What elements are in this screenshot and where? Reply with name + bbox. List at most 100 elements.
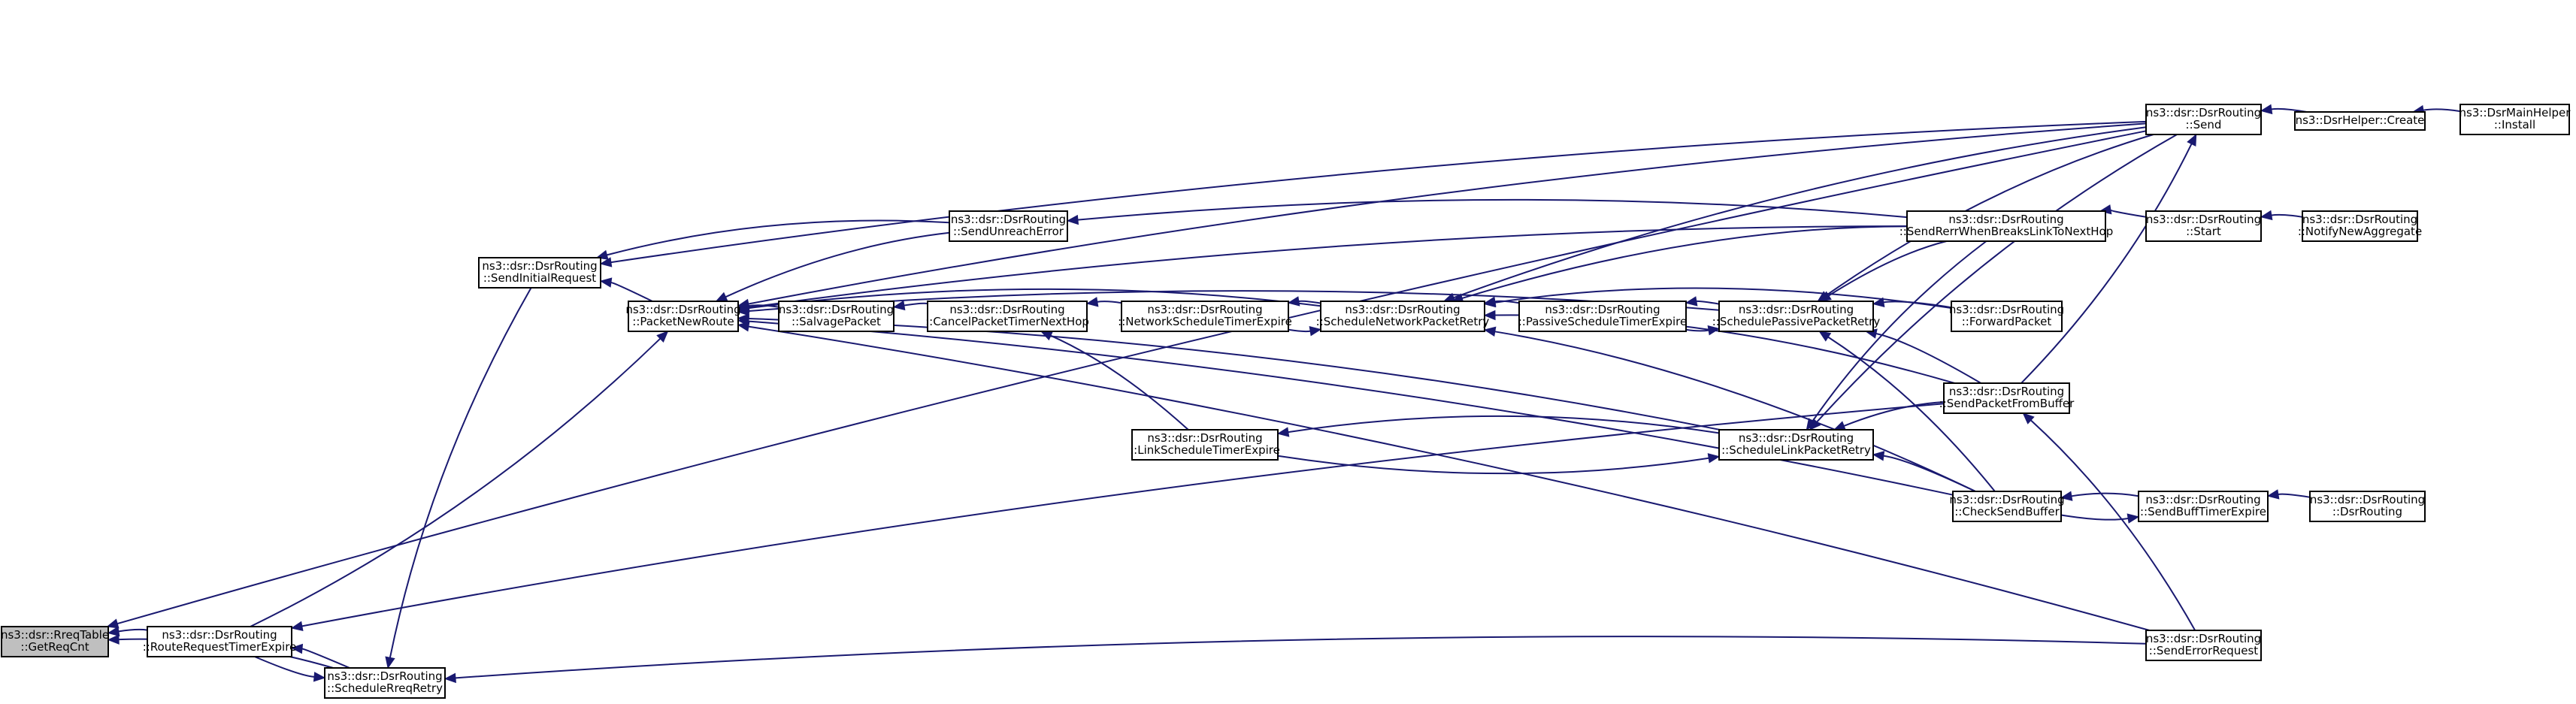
node-box <box>2294 111 2426 131</box>
arrowhead-icon <box>1066 214 1079 225</box>
arrowhead-icon <box>313 672 326 682</box>
edge-line <box>607 219 950 256</box>
node-start[interactable]: ns3::dsr::DsrRouting::Start <box>2145 210 2262 242</box>
edge-line <box>1827 336 1996 492</box>
edge-line <box>2030 419 2196 631</box>
node-box <box>147 626 292 657</box>
node-label: ns3::dsr::DsrRouting <box>1147 303 1262 316</box>
node-sendinitialrequest[interactable]: ns3::dsr::DsrRouting::SendInitialRequest <box>478 257 601 289</box>
edge-line <box>748 288 1321 310</box>
node-schedulepassivepacketretry[interactable]: ns3::dsr::DsrRouting::SchedulePassivePac… <box>1712 301 1881 332</box>
node-sendunreacherror[interactable]: ns3::dsr::DsrRouting::SendUnreachError <box>949 210 1068 242</box>
edge-line <box>1077 198 1908 221</box>
node-label: ::PassiveScheduleTimerExpire <box>1518 315 1688 328</box>
node-schedulelinkpacketretry[interactable]: ns3::dsr::DsrRouting::ScheduleLinkPacket… <box>1718 429 1874 461</box>
node-label: ns3::dsr::DsrRouting <box>1948 213 2063 226</box>
edge-routerequesttimerexpire-to-packetnewroute <box>250 331 669 627</box>
arrowhead-icon <box>1483 310 1496 321</box>
node-box <box>1952 491 2062 522</box>
edge-cancelpackettimernexthop-to-salvagepacket <box>892 300 928 311</box>
node-box <box>778 301 894 332</box>
edge-passivescheduletimerexpire-to-schedulepassivepacketretry <box>1685 325 1721 336</box>
node-notifynewaggregate[interactable]: ns3::dsr::DsrRouting::NotifyNewAggregate <box>2298 210 2422 242</box>
edge-line <box>1696 300 1720 305</box>
node-cancelpackettimernexthop[interactable]: ns3::dsr::DsrRouting::CancelPacketTimerN… <box>925 301 1089 332</box>
edge-line <box>610 282 653 302</box>
arrowhead-icon <box>599 257 613 267</box>
node-sendpacketfrombuffer[interactable]: ns3::dsr::DsrRouting::SendPacketFromBuff… <box>1939 382 2075 414</box>
node-passivescheduletimerexpire[interactable]: ns3::dsr::DsrRouting::PassiveScheduleTim… <box>1518 301 1688 332</box>
edge-linkscheduletimerexpire-to-cancelpackettimernexthop <box>1040 331 1189 431</box>
node-linkscheduletimerexpire[interactable]: ns3::dsr::DsrRouting::LinkScheduleTimerE… <box>1130 429 1280 461</box>
node-label: ns3::dsr::DsrRouting <box>1739 303 1854 316</box>
edge-line <box>118 628 148 633</box>
edge-line <box>1288 415 1720 434</box>
arrowhead-icon <box>290 643 304 654</box>
edge-schedulepassivepacketretry-to-passivescheduletimerexpire <box>1685 296 1720 307</box>
edge-line <box>748 320 1954 496</box>
arrowhead-icon <box>1287 296 1300 307</box>
edge-sendrerrwhenbreakslinktonexthop-to-sendunreacherror <box>1066 198 1908 225</box>
node-label: ns3::dsr::DsrRouting <box>1545 303 1660 316</box>
edge-line <box>748 318 1721 431</box>
node-box <box>1518 301 1687 332</box>
node-dsrmainhelperinstall[interactable]: ns3::DsrMainHelper::Install <box>2459 104 2571 135</box>
edges-layer <box>106 104 2461 684</box>
arrowhead-icon <box>1085 297 1099 307</box>
edge-line <box>1828 240 1947 297</box>
node-label: ::CheckSendBuffer <box>1954 505 2060 518</box>
arrowhead-icon <box>1818 331 1832 342</box>
arrowhead-icon <box>892 300 906 311</box>
node-send[interactable]: ns3::dsr::DsrRouting::Send <box>2145 104 2262 135</box>
node-getreqcnt[interactable]: ns3::dsr::RreqTable::GetReqCnt <box>1 626 109 657</box>
edge-linkscheduletimerexpire-to-schedulelinkpacketretry <box>1277 453 1721 475</box>
node-label: ns3::dsr::DsrRouting <box>2146 106 2261 119</box>
edge-networkscheduletimerexpire-to-cancelpackettimernexthop <box>1085 297 1122 307</box>
edge-checksendbuffer-to-sendbufftimerexpire <box>2060 513 2140 524</box>
arrowhead-icon <box>715 292 728 302</box>
node-dsrrouting[interactable]: ns3::dsr::DsrRouting::DsrRouting <box>2309 491 2426 522</box>
edge-line <box>748 225 1908 309</box>
node-forwardpacket[interactable]: ns3::dsr::DsrRouting::ForwardPacket <box>1949 301 2064 332</box>
node-box <box>2145 104 2262 135</box>
node-sendbufftimerexpire[interactable]: ns3::dsr::DsrRouting::SendBuffTimerExpir… <box>2138 491 2269 522</box>
arrowhead-icon <box>1707 453 1721 464</box>
edge-line <box>455 636 2147 679</box>
node-networkscheduletimerexpire[interactable]: ns3::dsr::DsrRouting::NetworkScheduleTim… <box>1118 301 1292 332</box>
edge-line <box>2423 108 2461 113</box>
edge-line <box>1883 301 1952 309</box>
node-label: ::ScheduleRreqRetry <box>327 681 443 695</box>
edge-line <box>748 325 2150 631</box>
node-box <box>1131 429 1279 461</box>
edge-line <box>2021 144 2193 384</box>
node-packetnewroute[interactable]: ns3::dsr::DsrRouting::PacketNewRoute <box>625 301 741 332</box>
node-box <box>1943 382 2070 414</box>
node-label: ns3::dsr::DsrRouting <box>779 303 894 316</box>
edge-line <box>610 120 2147 264</box>
node-routerequesttimerexpire[interactable]: ns3::dsr::DsrRouting::RouteRequestTimerE… <box>143 626 297 657</box>
node-label: ::ForwardPacket <box>1962 315 2052 328</box>
node-label: ::SendRerrWhenBreaksLinkToNextHop <box>1899 225 2114 238</box>
node-label: ns3::dsr::DsrRouting <box>1739 431 1854 445</box>
node-label: ns3::dsr::DsrRouting <box>2302 213 2417 226</box>
node-label: ::SendInitialRequest <box>483 271 596 285</box>
node-checksendbuffer[interactable]: ns3::dsr::DsrRouting::CheckSendBuffer <box>1949 491 2065 522</box>
node-label: ::SendUnreachError <box>953 225 1064 238</box>
edge-line <box>1461 225 1908 299</box>
node-senderrorrequest[interactable]: ns3::dsr::DsrRouting::SendErrorRequest <box>2145 630 2262 661</box>
edge-checksendbuffer-to-schedulepassivepacketretry <box>1818 331 1996 492</box>
node-box <box>1951 301 2063 332</box>
edge-send-to-sendinitialrequest <box>599 120 2147 267</box>
node-schedulerreqretry[interactable]: ns3::dsr::DsrRouting::ScheduleRreqRetry <box>324 667 446 699</box>
node-schedulenetworkpacketretry[interactable]: ns3::dsr::DsrRouting::ScheduleNetworkPac… <box>1316 301 1490 332</box>
edge-line <box>748 122 2147 305</box>
arrowhead-icon <box>106 618 120 629</box>
node-salvagepacket[interactable]: ns3::dsr::DsrRouting::SalvagePacket <box>778 301 894 332</box>
arrowhead-icon <box>1872 297 1885 307</box>
edge-senderrorrequest-to-sendpacketfrombuffer <box>2022 412 2196 631</box>
node-dsrhelpercreate[interactable]: ns3::DsrHelper::Create <box>2294 111 2426 131</box>
node-box <box>2309 491 2426 522</box>
node-sendrerrwhenbreakslinktonexthop[interactable]: ns3::dsr::DsrRouting::SendRerrWhenBreaks… <box>1899 210 2114 242</box>
arrowhead-icon <box>1309 326 1322 337</box>
node-label: ns3::dsr::DsrRouting <box>2145 493 2260 506</box>
